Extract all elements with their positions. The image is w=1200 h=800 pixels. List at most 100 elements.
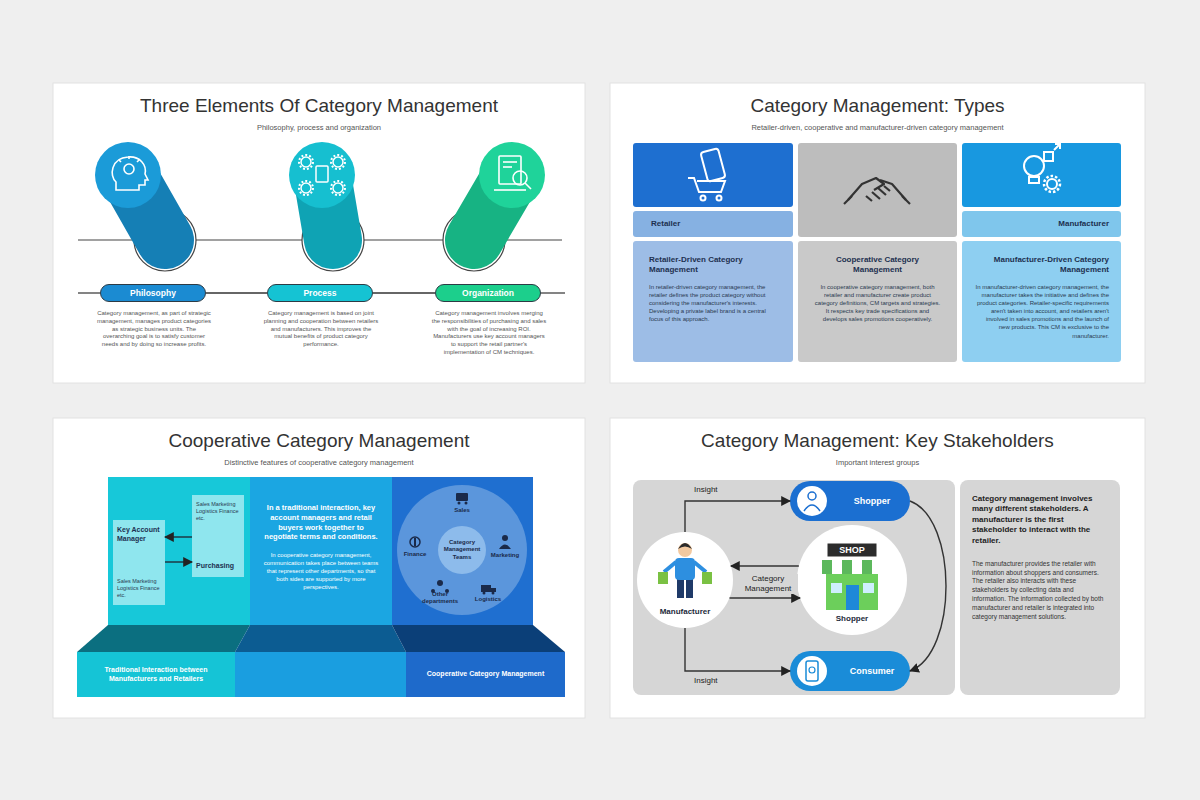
connector xyxy=(206,292,267,293)
rect-shape xyxy=(826,574,878,610)
path-shape xyxy=(804,505,820,511)
node-text: Distinctive features of cooperative cate… xyxy=(53,458,585,467)
circle-shape xyxy=(808,492,816,500)
node-heading: Cooperative Category Management xyxy=(53,429,585,453)
type-band: Manufacturer xyxy=(962,211,1121,237)
department-icon xyxy=(410,493,511,595)
manufacturer-figure xyxy=(658,543,712,598)
rect-shape xyxy=(872,560,882,574)
node-text: Category management, as part of strategi… xyxy=(96,310,212,349)
connector xyxy=(685,501,790,532)
node-heading: Category Management: Key Stakeholders xyxy=(610,429,1145,453)
circle-shape xyxy=(797,656,827,686)
rect-shape xyxy=(658,572,668,584)
node-heading: Traditional Interaction between Manufact… xyxy=(95,666,217,684)
path-shape xyxy=(688,178,725,192)
circle-shape xyxy=(301,183,311,193)
node-text: Sales Marketing Logistics Finance etc. xyxy=(117,578,161,599)
rect-shape xyxy=(53,418,585,718)
stage-face: Traditional Interaction between Manufact… xyxy=(77,652,235,697)
node-heading: Shopper xyxy=(834,481,910,521)
type-card: Manufacturer-Driven Category ManagementI… xyxy=(962,241,1121,362)
rect-shape xyxy=(686,578,693,598)
type-card: Cooperative Category ManagementIn cooper… xyxy=(798,241,957,362)
node-heading: Sales Marketing Logistics Finance etc. xyxy=(196,501,240,522)
node-text: Marketing xyxy=(488,552,522,559)
polygon-shape xyxy=(235,625,406,652)
rect-shape xyxy=(798,143,957,237)
circle-shape xyxy=(299,181,313,195)
rect-shape xyxy=(108,477,250,625)
rect-shape xyxy=(53,83,585,383)
manufacturer-icon xyxy=(1024,144,1060,192)
connector xyxy=(165,536,192,537)
rect-shape xyxy=(675,558,695,580)
node-text: Logistics xyxy=(468,596,508,603)
circle-shape xyxy=(797,486,827,516)
node-text: Purchasing xyxy=(196,562,240,571)
line-shape xyxy=(541,292,565,293)
line-shape xyxy=(137,160,139,162)
node-text: Philosophy, process and organization xyxy=(53,123,585,132)
circle-shape xyxy=(437,580,443,586)
circle-shape xyxy=(502,535,508,541)
rect-shape xyxy=(250,477,392,625)
rect-shape xyxy=(702,572,712,584)
rect-shape xyxy=(846,585,859,610)
type-band: Retailer xyxy=(633,211,793,237)
role-box: Sales Marketing Logistics Finance etc. Pu… xyxy=(192,495,244,577)
line-shape xyxy=(694,562,706,572)
node-heading: Category management involves many differ… xyxy=(972,494,1108,546)
rect-shape xyxy=(852,560,862,574)
rect-shape xyxy=(610,418,1145,718)
circle-shape xyxy=(513,171,527,185)
circle-shape xyxy=(809,667,815,673)
node-heading: Retailer xyxy=(651,211,775,237)
circle-shape xyxy=(95,142,161,208)
cylinder xyxy=(95,142,545,271)
node-heading: Manufacturer-Driven Category Management xyxy=(974,255,1109,275)
circle-shape xyxy=(717,196,722,201)
path-shape xyxy=(499,545,511,550)
rect-shape xyxy=(77,652,235,697)
line-shape xyxy=(664,562,676,572)
node-heading: Manufacturer xyxy=(637,607,733,617)
node-heading: Category Management Teams xyxy=(441,539,483,562)
node-heading: Retailer-Driven Category Management xyxy=(649,255,777,275)
circle-shape xyxy=(410,537,420,547)
shopper-icon xyxy=(797,486,827,516)
path-shape xyxy=(866,186,890,201)
rect-shape xyxy=(316,166,328,182)
node-heading: Cooperative Category Management xyxy=(814,255,941,275)
circle-shape xyxy=(1047,179,1057,189)
circle-shape xyxy=(445,589,449,593)
rect-shape xyxy=(610,83,1145,383)
connector xyxy=(910,501,946,671)
circle-shape xyxy=(1024,156,1044,176)
stage-panel xyxy=(77,477,565,697)
handshake-icon xyxy=(844,178,910,204)
node-text: The manufacturer provides the retailer w… xyxy=(972,560,1108,621)
circle-shape xyxy=(333,183,343,193)
circle-shape xyxy=(301,157,311,167)
stakeholder-panel xyxy=(633,480,955,695)
path-shape xyxy=(112,157,148,190)
text-panel: Category management involves many differ… xyxy=(960,480,1120,695)
circle-shape xyxy=(289,142,355,208)
connector xyxy=(731,565,799,566)
process-icon xyxy=(299,155,345,195)
team-circle: SalesMarketingLogisticsOther departments… xyxy=(397,485,527,615)
line-shape xyxy=(503,166,512,168)
node-text: Category management is based on joint pl… xyxy=(263,310,379,349)
node-text: In manufacturer-driven category manageme… xyxy=(974,283,1109,340)
edge-label: Insight xyxy=(692,676,720,686)
connector xyxy=(165,561,192,562)
role-box: Key Account ManagerSales Marketing Logis… xyxy=(113,520,165,605)
line-shape xyxy=(78,292,100,293)
rect-shape xyxy=(677,578,684,598)
circle-shape xyxy=(124,164,134,174)
node-text: Retailer-driven, cooperative and manufac… xyxy=(610,123,1145,132)
circle-shape xyxy=(701,196,706,201)
circle-shape xyxy=(458,502,461,505)
